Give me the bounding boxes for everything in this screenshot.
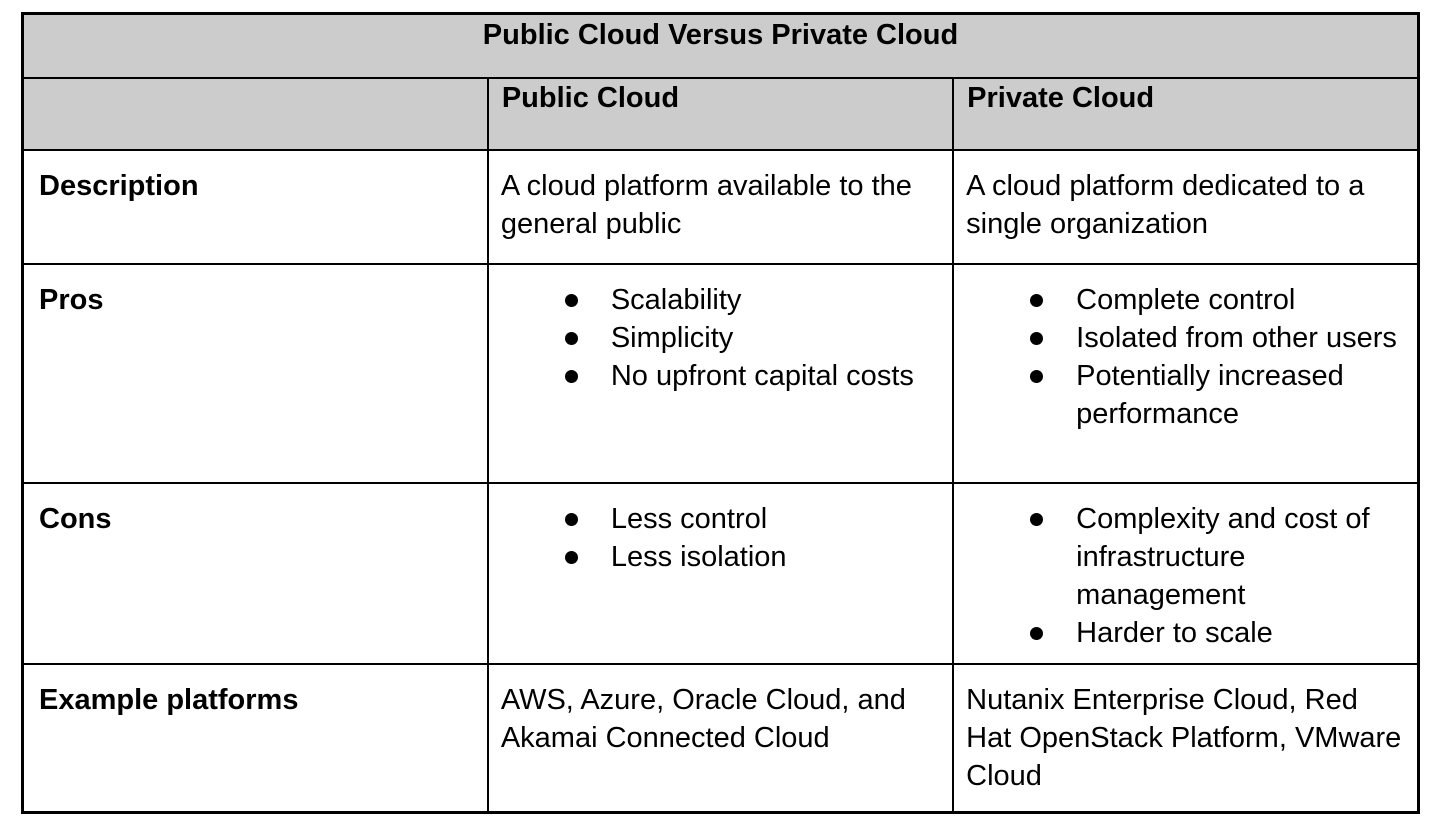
cons-private-cell: Complexity and cost of infrastructure ma…: [952, 481, 1420, 665]
pros-public-cell: Scalability Simplicity No upfront capita…: [486, 262, 955, 484]
list-item: Complete control: [955, 281, 1411, 319]
list-item: Scalability: [490, 281, 946, 319]
row-pros: Pros Scalability Simplicity No upfront c…: [21, 262, 1420, 484]
row-label-cons: Cons: [21, 481, 489, 665]
list-item: No upfront capital costs: [490, 357, 946, 395]
pros-public-list: Scalability Simplicity No upfront capita…: [490, 281, 946, 395]
list-item: Less control: [490, 500, 946, 538]
row-description: Description A cloud platform available t…: [21, 148, 1420, 265]
cons-private-list: Complexity and cost of infrastructure ma…: [955, 500, 1411, 652]
header-row: Public Cloud Private Cloud: [21, 76, 1420, 151]
pros-private-cell: Complete control Isolated from other use…: [952, 262, 1420, 484]
row-label-pros: Pros: [21, 262, 489, 484]
row-label-description: Description: [21, 148, 489, 265]
header-empty-cell: [21, 76, 489, 151]
cons-public-cell: Less control Less isolation: [486, 481, 955, 665]
example-platforms-public-cell: AWS, Azure, Oracle Cloud, and Akamai Con…: [486, 662, 955, 814]
list-item: Complexity and cost of infrastructure ma…: [955, 500, 1411, 614]
row-cons: Cons Less control Less isolation Complex…: [21, 481, 1420, 665]
list-item: Harder to scale: [955, 614, 1411, 652]
example-platforms-private-cell: Nutanix Enterprise Cloud, Red Hat OpenSt…: [952, 662, 1420, 814]
row-example-platforms: Example platforms AWS, Azure, Oracle Clo…: [21, 662, 1420, 814]
title-row: Public Cloud Versus Private Cloud: [21, 12, 1420, 79]
row-label-example-platforms: Example platforms: [21, 662, 489, 814]
cons-public-list: Less control Less isolation: [490, 500, 946, 576]
header-public-cloud: Public Cloud: [486, 76, 955, 151]
pros-private-list: Complete control Isolated from other use…: [955, 281, 1411, 433]
list-item: Less isolation: [490, 538, 946, 576]
list-item: Isolated from other users: [955, 319, 1411, 357]
description-public-cell: A cloud platform available to the genera…: [486, 148, 955, 265]
comparison-table: Public Cloud Versus Private Cloud Public…: [21, 12, 1420, 814]
description-private-cell: A cloud platform dedicated to a single o…: [952, 148, 1420, 265]
list-item: Potentially increased performance: [955, 357, 1411, 433]
table-title: Public Cloud Versus Private Cloud: [21, 12, 1420, 79]
header-private-cloud: Private Cloud: [952, 76, 1420, 151]
list-item: Simplicity: [490, 319, 946, 357]
